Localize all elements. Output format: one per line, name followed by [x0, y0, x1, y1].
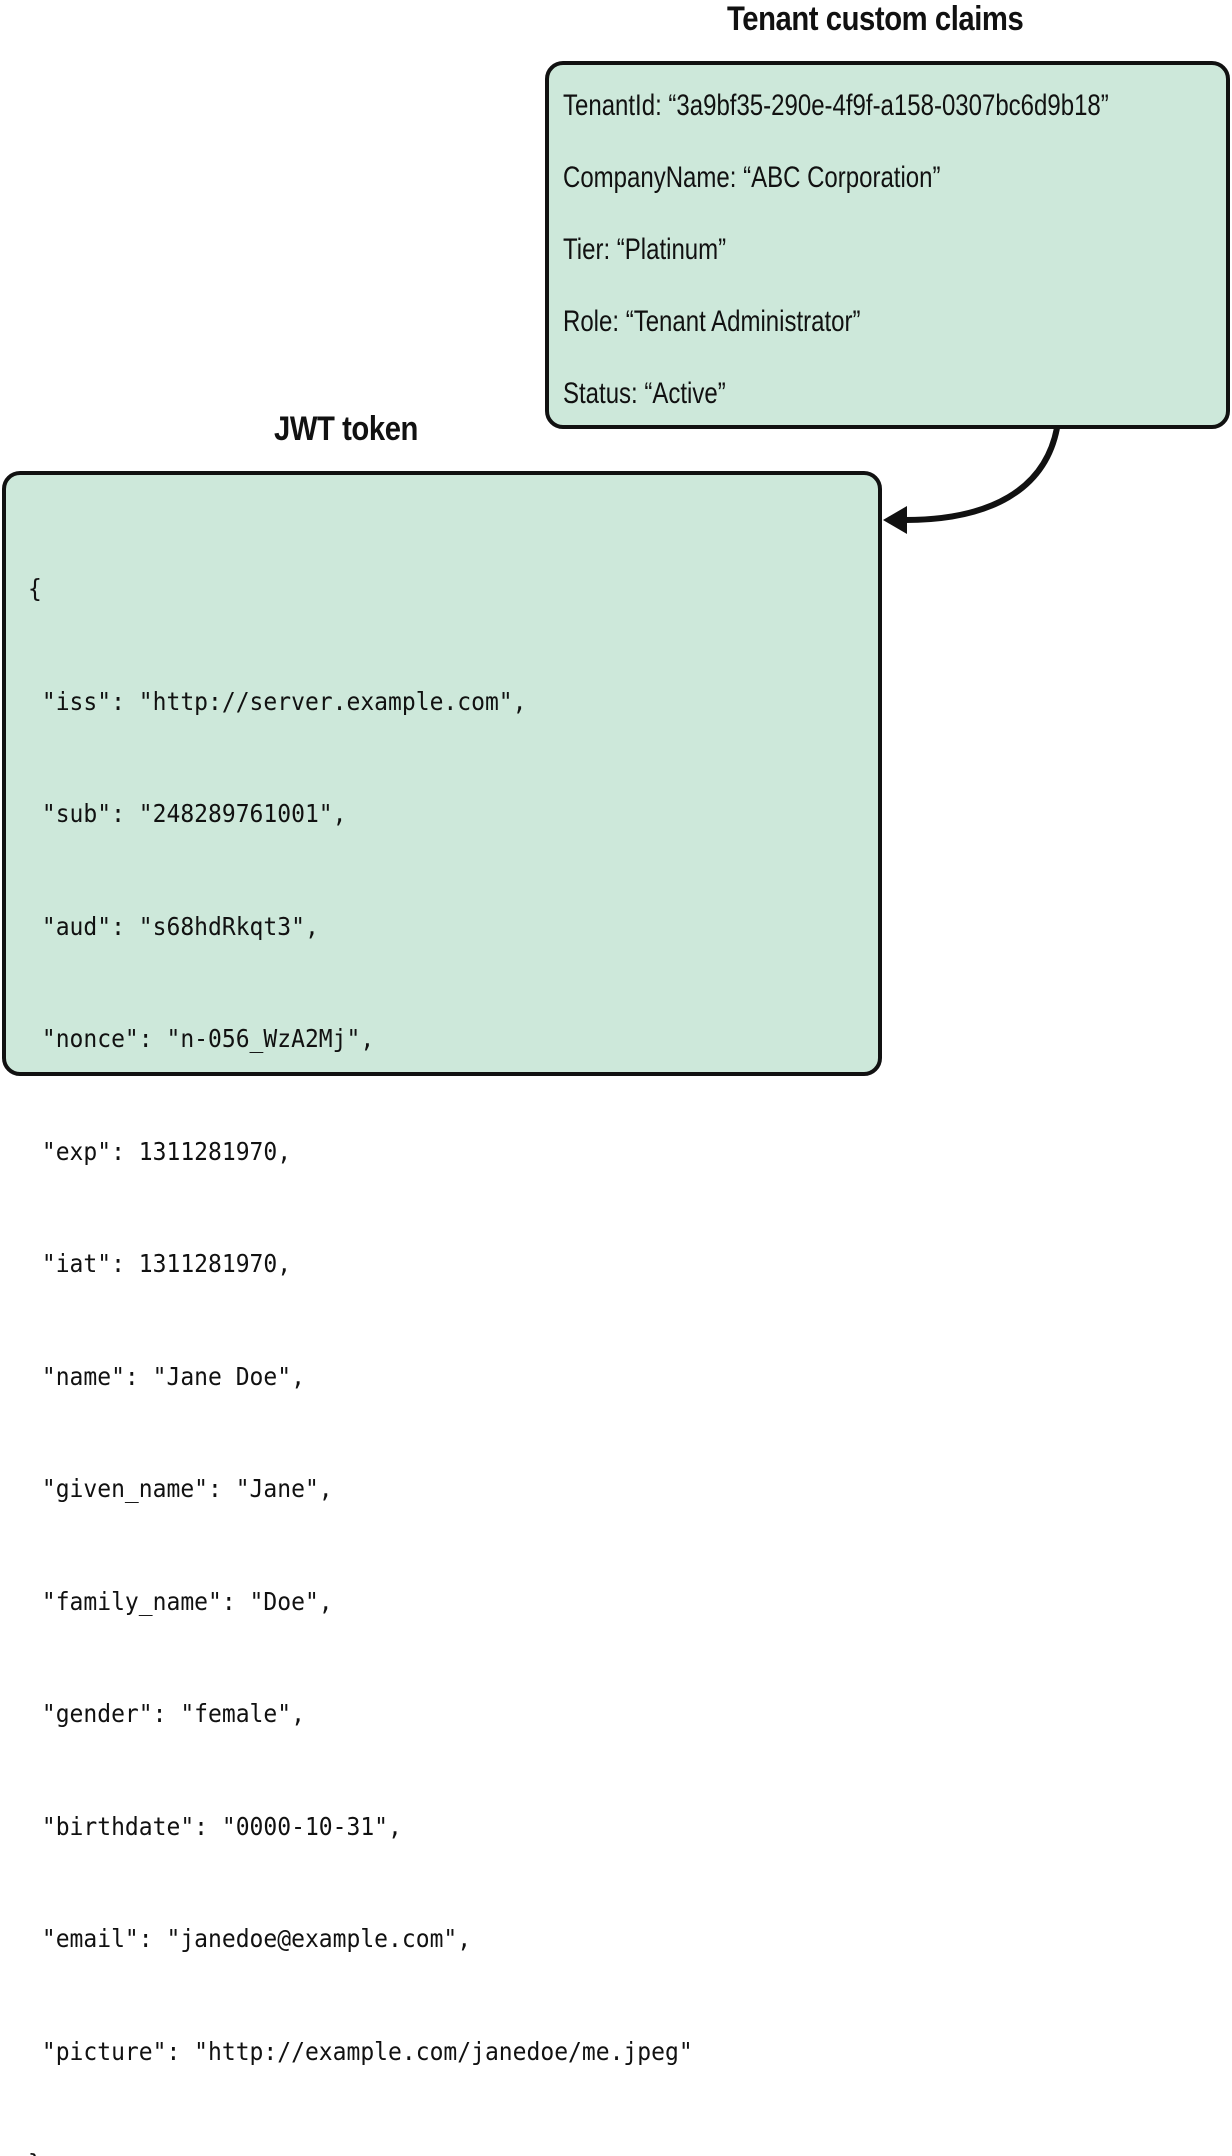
code-line-exp: "exp": 1311281970,	[28, 1136, 292, 1166]
code-line-given-name: "given_name": "Jane",	[28, 1474, 333, 1503]
code-line-open-brace: {	[28, 574, 42, 603]
code-line-name: "name": "Jane Doe",	[28, 1361, 305, 1391]
code-line-iat: "iat": 1311281970,	[28, 1249, 292, 1278]
code-line-aud: "aud": "s68hdRkqt3",	[28, 911, 319, 941]
tenant-claims-box: TenantId: “3a9bf35-290e-4f9f-a158-0307bc…	[545, 61, 1230, 429]
claim-company-name: CompanyName: “ABC Corporation”	[563, 161, 941, 194]
code-line-email: "email": "janedoe@example.com",	[28, 1924, 472, 1953]
claim-tenant-id: TenantId: “3a9bf35-290e-4f9f-a158-0307bc…	[563, 89, 1109, 122]
code-line-gender: "gender": "female",	[28, 1699, 305, 1728]
code-line-nonce: "nonce": "n-056_WzA2Mj",	[28, 1024, 375, 1053]
code-line-sub: "sub": "248289761001",	[28, 799, 347, 828]
tenant-claims-title: Tenant custom claims	[727, 0, 1024, 38]
claim-tier: Tier: “Platinum”	[563, 233, 727, 266]
claim-status: Status: “Active”	[563, 377, 726, 410]
connector-curve	[904, 427, 1060, 523]
arrowhead-icon	[883, 506, 907, 534]
jwt-token-title: JWT token	[274, 410, 418, 448]
claim-role: Role: “Tenant Administrator”	[563, 305, 861, 338]
code-line-picture: "picture": "http://example.com/janedoe/m…	[28, 2036, 693, 2066]
code-line-birthdate: "birthdate": "0000-10-31",	[28, 1811, 402, 1841]
code-line-family-name: "family_name": "Doe",	[28, 1586, 333, 1616]
code-line-close-brace: }	[28, 2145, 693, 2156]
jwt-token-box: { "iss": "http://server.example.com", "s…	[2, 471, 882, 2156]
code-line-iss: "iss": "http://server.example.com",	[28, 686, 527, 716]
jwt-code-block: { "iss": "http://server.example.com", "s…	[28, 495, 693, 2156]
